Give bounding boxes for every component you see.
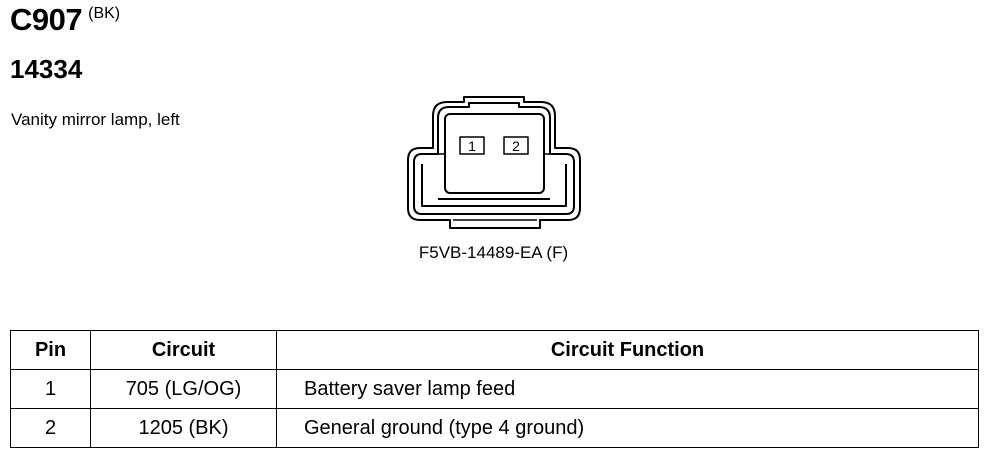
- row-circuit: 705 (LG/OG): [90, 369, 277, 409]
- pin-1-box: [459, 136, 485, 155]
- header-pin: Pin: [10, 330, 91, 370]
- table-row: 1 705 (LG/OG) Battery saver lamp feed: [10, 369, 979, 409]
- locking-channel: [421, 164, 567, 207]
- pin-1-label: 1: [468, 138, 476, 154]
- connector-code: C907: [10, 2, 83, 37]
- connector-outer-shell: [407, 96, 581, 229]
- row-pin: 1: [10, 369, 91, 409]
- table-row: 2 1205 (BK) General ground (type 4 groun…: [10, 408, 979, 448]
- pinout-table: Pin Circuit Circuit Function 1 705 (LG/O…: [10, 330, 979, 448]
- row-circuit: 1205 (BK): [90, 408, 277, 448]
- header-circuit-function: Circuit Function: [276, 330, 979, 370]
- connector-id: C907 (BK): [10, 2, 120, 38]
- connector-color: (BK): [88, 5, 121, 22]
- connector-part-number: F5VB-14489-EA (F): [418, 243, 569, 262]
- part-number: 14334: [10, 54, 83, 84]
- row-circuit-function: General ground (type 4 ground): [276, 408, 979, 448]
- connector-face-diagram: 1 2: [407, 96, 581, 229]
- connector-inner-shell: [413, 102, 575, 215]
- table-header-row: Pin Circuit Circuit Function: [10, 330, 979, 370]
- row-circuit-function: Battery saver lamp feed: [276, 369, 979, 409]
- pin-2-label: 2: [512, 138, 520, 154]
- row-pin: 2: [10, 408, 91, 448]
- header-circuit: Circuit: [90, 330, 277, 370]
- component-description: Vanity mirror lamp, left: [11, 110, 180, 129]
- pin-2-box: [503, 136, 529, 155]
